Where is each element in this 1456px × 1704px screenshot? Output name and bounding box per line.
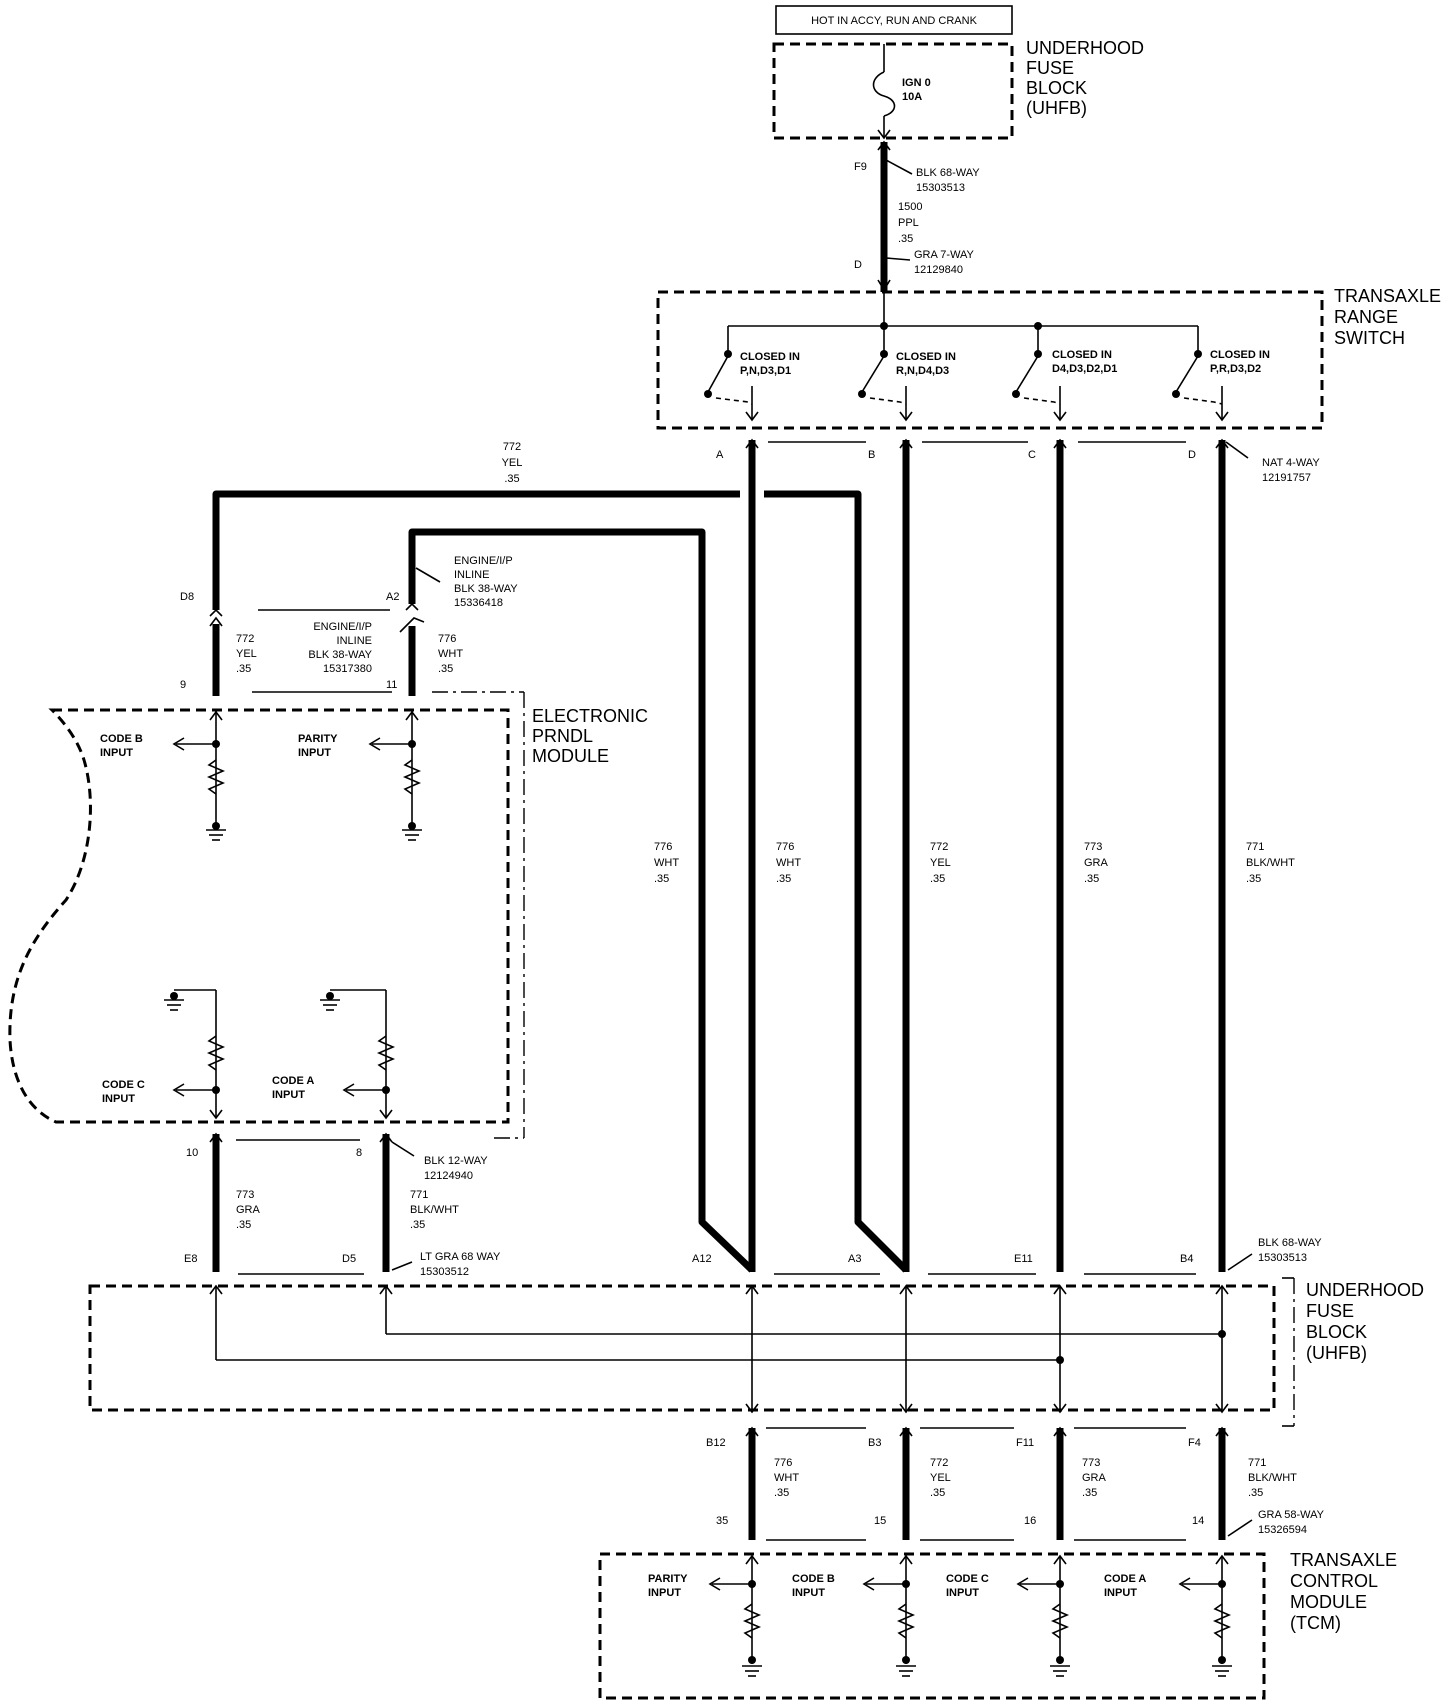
pin-d8: D8: [180, 591, 194, 603]
pin-8: 8: [356, 1147, 362, 1159]
pin-a3: A3: [848, 1253, 861, 1265]
switch-contact-2: [858, 326, 913, 422]
pin-d-switch-in: D: [854, 259, 862, 271]
tcm-box: [598, 1552, 1266, 1700]
fuse-name: IGN 0: [902, 77, 931, 89]
pin-c-switch: C: [1028, 449, 1036, 461]
pin-d5: D5: [342, 1253, 356, 1265]
pin-f9: F9: [854, 161, 867, 173]
fuse-rating: 10A: [902, 91, 922, 103]
pin-e8: E8: [184, 1253, 197, 1265]
switch-contact-1: [704, 326, 759, 422]
prndl-code-c-circuit: [164, 989, 226, 1120]
pin-b4: B4: [1180, 1253, 1193, 1265]
pin-b-switch: B: [868, 449, 875, 461]
power-header-box: [775, 5, 1013, 35]
pin-a12: A12: [692, 1253, 712, 1265]
pin-b12: B12: [706, 1437, 726, 1449]
wire-772-yel-top: [212, 490, 740, 610]
pin-a-switch: A: [716, 449, 724, 461]
pin-15: 15: [874, 1515, 886, 1527]
range-switch-bus: [728, 292, 1198, 330]
pin-b3: B3: [868, 1437, 881, 1449]
pin-f11: F11: [1016, 1437, 1034, 1449]
wire-776-wht-crossover: [408, 528, 755, 1273]
pin-e11: E11: [1014, 1253, 1033, 1265]
pin-a2: A2: [386, 591, 399, 603]
uhfb-internal-splices: [209, 1284, 1229, 1414]
pin-10: 10: [186, 1147, 198, 1159]
pin-9: 9: [180, 679, 186, 691]
power-header-label: HOT IN ACCY, RUN AND CRANK: [811, 15, 978, 27]
prndl-code-a-circuit: [320, 989, 396, 1120]
uhfb-top-box: [772, 42, 1014, 140]
prndl-parity-circuit: [368, 710, 422, 841]
prndl-module-box: [8, 708, 510, 1124]
pin-f4: F4: [1188, 1437, 1201, 1449]
pin-35: 35: [716, 1515, 728, 1527]
switch-contact-3: [1012, 326, 1067, 422]
pin-16: 16: [1024, 1515, 1036, 1527]
pin-14: 14: [1192, 1515, 1204, 1527]
pin-d-switch-out: D: [1188, 449, 1196, 461]
uhfb-bottom-box: [88, 1284, 1276, 1412]
tcm-code-a-circuit: [1178, 1554, 1232, 1677]
pin-11: 11: [386, 679, 397, 691]
tcm-code-b-circuit: [862, 1554, 916, 1677]
tcm-code-c-circuit: [1016, 1554, 1070, 1677]
fuse-symbol: [872, 44, 896, 140]
prndl-code-b-circuit: [172, 710, 226, 841]
wire-772-yel-crossover: [764, 490, 909, 1273]
switch-contact-4: [1172, 326, 1229, 422]
tcm-parity-circuit: [708, 1554, 762, 1677]
